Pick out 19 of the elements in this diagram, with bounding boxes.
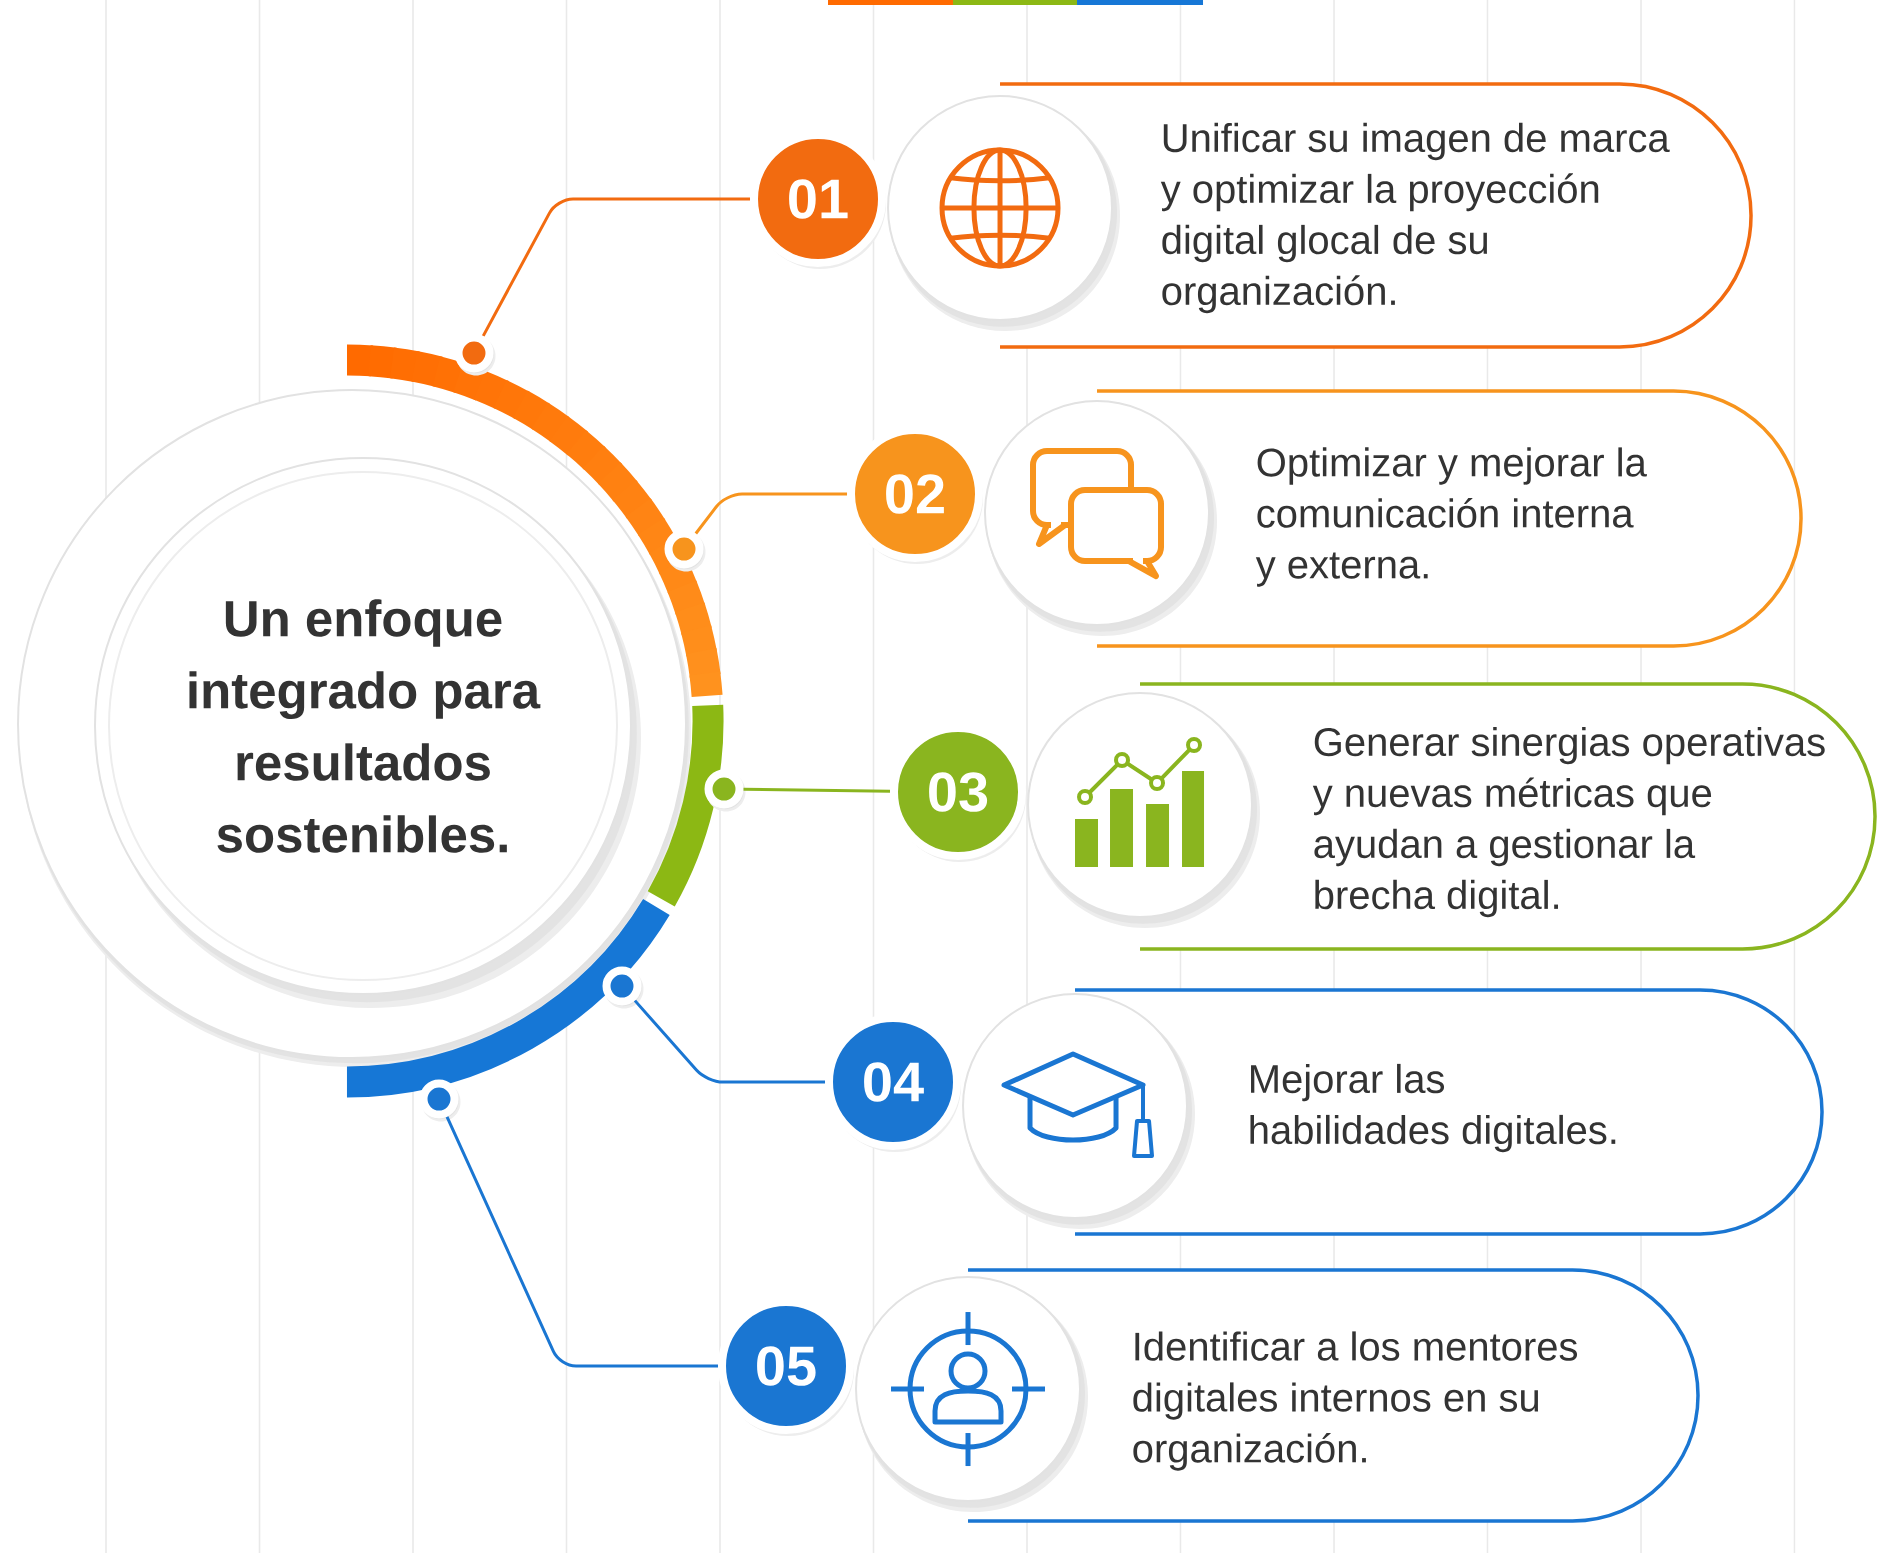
number-badge: 03 [890, 724, 1026, 862]
number-badge: 05 [718, 1298, 854, 1437]
icon-circle [887, 95, 1120, 331]
number-badge: 02 [847, 426, 983, 564]
connector-dot [454, 333, 496, 376]
connector-line [445, 1116, 718, 1368]
connector-dot [602, 966, 644, 1009]
number-badge: 01 [750, 131, 886, 269]
connector-dot [419, 1079, 461, 1122]
connector-line [743, 787, 891, 793]
connector-dot [664, 529, 706, 572]
connector-line [633, 999, 825, 1084]
node-label: Generar sinergias operativas y nuevas métricas que ayudan a gestionar la brecha digital. [1312, 726, 1825, 918]
icon-circle [855, 1276, 1088, 1513]
node-label: Identificar a los mentores digitales internos en su organización. [1133, 1331, 1578, 1471]
connector-dot [704, 769, 746, 812]
connector-line [481, 197, 750, 337]
connector-line [694, 492, 847, 535]
number-badge: 04 [825, 1014, 961, 1153]
